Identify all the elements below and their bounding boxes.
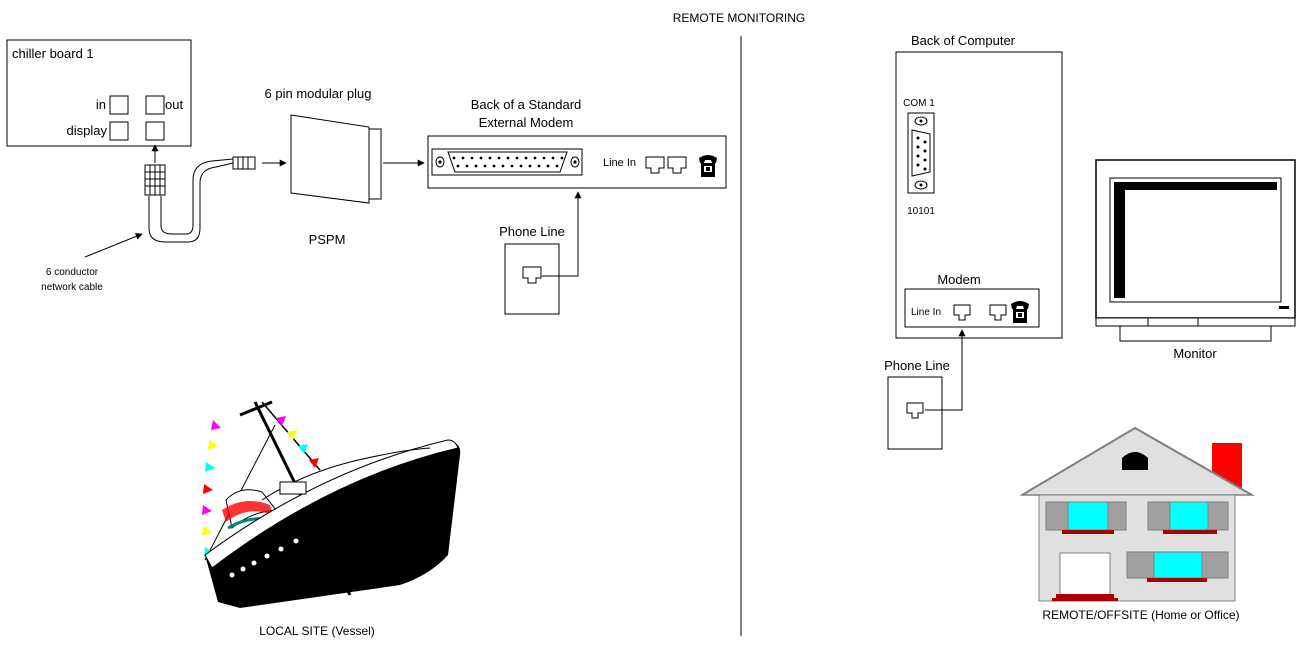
remote-modem-label: Modem [937,272,980,287]
cable-label-line-2: network cable [41,282,103,293]
modem-title-line-1: Back of a Standard [471,97,582,112]
pspm-adapter: 6 pin modular plug PSPM [265,86,382,247]
chiller-board: chiller board 1 in out display [6,39,192,147]
modem-line-in-label: Line In [603,157,636,169]
local-phone-line: Phone Line [499,191,582,315]
port-out [145,95,165,115]
pspm-label: PSPM [309,232,346,247]
remote-phone-line-label: Phone Line [884,358,950,373]
monitor-label: Monitor [1173,346,1217,361]
port-display-label: display [67,123,108,138]
remote-phone-line: Phone Line [884,329,966,450]
port-out-label: out [165,97,183,112]
computer-back: Back of Computer COM 1 10101 Modem Line … [895,33,1063,339]
port-in [109,95,129,115]
local-site-label: LOCAL SITE (Vessel) [259,624,375,638]
port-in-label: in [96,97,106,112]
diagram-title: REMOTE MONITORING [673,11,805,25]
port-display [109,121,129,141]
network-cable: 6 conductor network cable [41,144,287,293]
remote-telephone-icon [1011,301,1029,323]
chiller-board-title: chiller board 1 [12,46,94,61]
remote-site-label: REMOTE/OFFSITE (Home or Office) [1042,608,1239,622]
telephone-icon [699,155,717,177]
attic-window [1122,452,1148,470]
cable-label-line-1: 6 conductor [46,267,99,278]
computer-title: Back of Computer [911,33,1016,48]
port-network [145,121,165,141]
remote-phone-jack [989,304,1007,321]
front-door [1059,552,1111,596]
ship-illustration [202,400,461,608]
modular-plug-end [232,156,256,170]
line-in-jack [645,156,665,174]
remote-line-in-jack [953,304,971,321]
com-bits-label: 10101 [907,206,935,217]
external-modem: Back of a Standard External Modem Line I… [427,97,727,189]
monitor-illustration: Monitor [1095,159,1296,361]
modem-title-line-2: External Modem [479,115,574,130]
phone-jack [667,156,687,174]
local-phone-line-label: Phone Line [499,224,565,239]
com-port-label: COM 1 [903,98,935,109]
house-illustration [1019,426,1255,602]
plug-label: 6 pin modular plug [265,86,372,101]
remote-line-in-label: Line In [911,307,941,318]
